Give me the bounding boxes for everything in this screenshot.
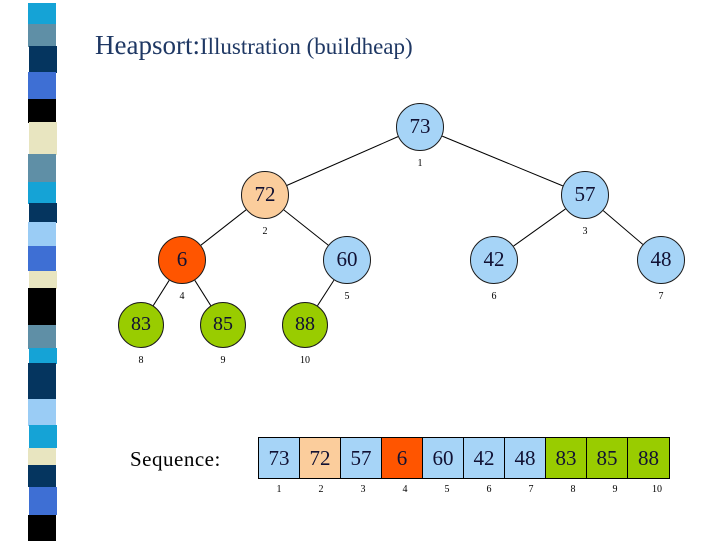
stripe-band bbox=[28, 23, 56, 47]
tree-node[interactable]: 6 bbox=[158, 236, 206, 284]
tree-edges bbox=[152, 135, 644, 306]
stripe-band bbox=[28, 465, 56, 488]
sequence-cell-index: 1 bbox=[276, 484, 282, 495]
title-secondary: Illustration (buildheap) bbox=[199, 34, 413, 59]
sequence-cell-index: 7 bbox=[528, 484, 534, 495]
page-title: Heapsort:Illustration (buildheap) bbox=[95, 32, 413, 59]
tree-node-index: 1 bbox=[417, 158, 423, 169]
tree-node-index: 3 bbox=[582, 226, 588, 237]
tree-node-value: 85 bbox=[213, 313, 233, 335]
tree-node[interactable]: 85 bbox=[200, 302, 246, 348]
stripe-band bbox=[28, 324, 56, 349]
tree-node-index: 4 bbox=[179, 291, 185, 302]
tree-node-index: 9 bbox=[220, 355, 226, 366]
tree-node[interactable]: 60 bbox=[323, 236, 371, 284]
sequence-cell[interactable]: 85 bbox=[587, 438, 628, 478]
sequence-cell-index: 8 bbox=[570, 484, 576, 495]
stripe-band bbox=[28, 2, 56, 25]
stripe-band bbox=[29, 486, 57, 516]
stripe-band bbox=[28, 99, 56, 123]
tree-edge bbox=[513, 208, 566, 247]
sequence-index-row: 1 2 3 4 5 6 7 8 9 10 bbox=[258, 484, 678, 495]
sequence-cell-index: 2 bbox=[318, 484, 324, 495]
stripe-band bbox=[29, 348, 57, 364]
stripe-band bbox=[29, 46, 57, 73]
sequence-label: Sequence: bbox=[130, 447, 221, 471]
sequence-cell-index: 10 bbox=[652, 484, 662, 495]
tree-node-value: 88 bbox=[295, 313, 315, 335]
sequence-cell[interactable]: 42 bbox=[464, 438, 505, 478]
tree-node-value: 60 bbox=[336, 246, 358, 271]
tree-node[interactable]: 48 bbox=[637, 236, 685, 284]
tree-edge bbox=[200, 209, 247, 246]
sequence-cell-index: 4 bbox=[402, 484, 408, 495]
tree-node-index: 10 bbox=[300, 355, 310, 366]
tree-edge bbox=[283, 209, 329, 246]
stripe-band bbox=[28, 182, 56, 204]
stripe-band bbox=[28, 363, 56, 400]
sequence-cell[interactable]: 57 bbox=[341, 438, 382, 478]
tree-edge bbox=[286, 136, 399, 186]
tree-node-value: 72 bbox=[254, 181, 276, 206]
stripe-band bbox=[29, 121, 57, 155]
stripe-band bbox=[28, 245, 56, 272]
tree-node-value: 6 bbox=[176, 246, 188, 271]
tree-node[interactable]: 72 bbox=[241, 171, 289, 219]
stripe-band bbox=[29, 270, 57, 289]
tree-node[interactable]: 42 bbox=[470, 236, 518, 284]
tree-node-value: 42 bbox=[483, 246, 505, 271]
stripe-band bbox=[28, 72, 56, 100]
stripe-band bbox=[28, 514, 56, 541]
stripe-band bbox=[29, 425, 57, 449]
tree-node-value: 73 bbox=[409, 113, 431, 138]
tree-node[interactable]: 57 bbox=[561, 171, 609, 219]
stripe-band bbox=[28, 222, 56, 247]
stripe-band bbox=[28, 154, 56, 183]
tree-node-index: 5 bbox=[344, 291, 350, 302]
title-primary: Heapsort: bbox=[95, 30, 200, 60]
tree-node-index: 6 bbox=[491, 291, 497, 302]
sequence-cell-index: 5 bbox=[444, 484, 450, 495]
sequence-cell[interactable]: 88 bbox=[628, 438, 669, 478]
stripe-band bbox=[28, 398, 56, 426]
tree-node[interactable]: 73 bbox=[396, 103, 444, 151]
tree-node-value: 83 bbox=[131, 313, 151, 335]
sequence-cell[interactable]: 6 bbox=[382, 438, 423, 478]
stripe-band bbox=[29, 0, 57, 4]
tree-node[interactable]: 88 bbox=[282, 302, 328, 348]
sequence-cell-index: 6 bbox=[486, 484, 492, 495]
tree-edge bbox=[317, 279, 335, 306]
tree-node-value: 57 bbox=[574, 181, 596, 206]
sequence-cell[interactable]: 72 bbox=[300, 438, 341, 478]
tree-edge bbox=[152, 280, 170, 306]
heap-tree-diagram: 73 1 72 2 57 3 6 4 60 5 42 6 48 7 83 8 85 9 88 10 bbox=[118, 103, 685, 366]
tree-edge bbox=[441, 135, 564, 187]
sequence-cell-index: 3 bbox=[360, 484, 366, 495]
tree-edge bbox=[602, 210, 644, 245]
tree-node-index: 8 bbox=[138, 355, 144, 366]
sequence-cell[interactable]: 48 bbox=[505, 438, 546, 478]
sequence-cell[interactable]: 73 bbox=[259, 438, 300, 478]
tree-edge bbox=[194, 280, 212, 306]
sequence-cell-index: 9 bbox=[612, 484, 618, 495]
decorative-color-bar bbox=[0, 0, 90, 541]
stripe-band bbox=[28, 447, 56, 466]
tree-node-index: 2 bbox=[262, 226, 268, 237]
stripe-band bbox=[28, 288, 56, 326]
sequence-cell[interactable]: 60 bbox=[423, 438, 464, 478]
tree-node[interactable]: 83 bbox=[118, 302, 164, 348]
tree-node-index: 7 bbox=[658, 291, 664, 302]
tree-node-value: 48 bbox=[650, 246, 672, 271]
stripe-band bbox=[29, 202, 57, 223]
sequence-cell[interactable]: 83 bbox=[546, 438, 587, 478]
